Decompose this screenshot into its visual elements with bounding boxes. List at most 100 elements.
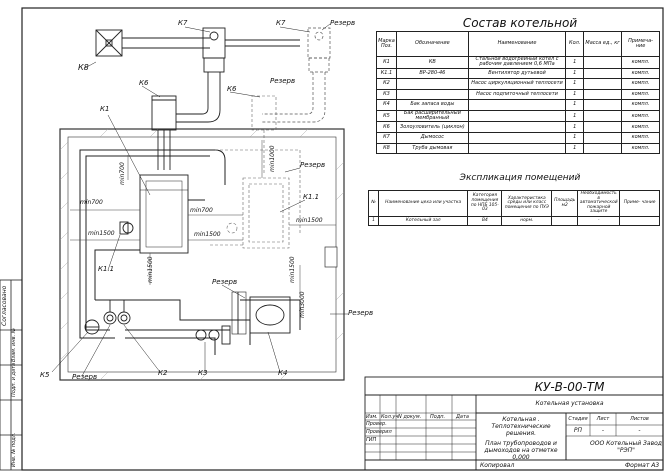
dim-min1000-vert: min1000 [269,145,276,172]
table-cell [467,142,567,155]
tb-project: Котельная установка [535,400,604,407]
table-cell [467,99,567,111]
table-cell: 1 [368,216,379,226]
rooms-header-cell: Категория помещения по НПБ 105-03 [467,190,503,217]
rooms-header-cell: Площадь м2 [551,190,579,217]
dim-min1500-right: min1500 [296,217,323,224]
boiler-k1-reserve [226,177,290,249]
boiler-header-cell: Примеча- ние [621,31,660,57]
boiler-header-cell: Обозначение [395,31,469,57]
table-cell [551,216,579,226]
tb-sheet: - [601,427,605,434]
tb-sheets-h: Листов [630,416,649,422]
sheet-frame [21,7,664,471]
table-cell [583,99,623,111]
label-k7-main: К7 [178,19,188,27]
table-cell: К2 [376,78,397,90]
table-cell: К6 [376,121,397,133]
tb-section: Котельная . Теплотехнические решения. [491,416,551,438]
pipes-reserve [210,149,301,246]
pump-k3 [195,325,231,345]
tb-role-3: ГИП [366,437,377,443]
table-cell: 1 [565,131,585,144]
table-cell: К7 [376,131,397,144]
table-cell: К1 [376,56,397,69]
label-rezerv-4: Резерв [212,278,238,286]
chimney-k8 [95,29,210,57]
label-k6-reserve: К6 [227,85,237,93]
cyclone-k6-reserve [251,95,277,175]
table-cell: 1 [565,88,585,101]
label-k1-1-reserve: К1.1 [303,193,320,201]
table-cell: К5 [376,109,397,123]
table-cell: Насос циркуляционный теплосети [467,78,567,90]
table-cell [395,88,469,101]
table-cell: К8 [376,142,397,155]
pipes [79,149,301,355]
table-cell: компл. [621,56,660,69]
label-k8: К8 [78,63,89,72]
side-stamp-frame [0,279,23,471]
tb-hdr-doc: N докум. [398,414,422,420]
table-cell [583,56,623,69]
table-cell [583,121,623,133]
tb-sheets: - [638,427,641,434]
tb-role-1: Провер. [366,421,387,427]
rooms-header-cell: № [368,190,379,217]
tank-k5 [84,319,100,335]
table-cell: Дымосос [395,131,469,144]
dim-min700-vert: min700 [119,162,126,185]
label-rezerv-5: Резерв [348,309,374,317]
table-cell: компл. [621,67,660,80]
table-cell: К3 [376,88,397,101]
tb-sheet-h: Лист [596,416,610,422]
table-cell [583,78,623,90]
boiler-k1 [119,174,205,254]
table-cell: компл. [621,131,660,144]
label-k4: К4 [278,369,288,377]
table-cell [467,109,567,123]
tb-copied: Копировал [480,462,515,469]
table-cell: компл. [621,99,660,111]
table-cell [583,131,623,144]
tb-stage: РП [573,427,583,434]
table-cell: В4 [467,216,503,226]
boiler-header-cell: Кол. [565,31,585,57]
tb-role-2: Проверил [366,429,392,435]
label-rezerv-3: Резерв [300,161,326,169]
table-cell: КВ [395,56,469,69]
tb-stage-h: Стадия [568,416,588,422]
table-cell [467,121,567,133]
table-cell: Насос подпиточный теплосети [467,88,567,101]
label-rezerv-1: Резерв [330,19,356,27]
tb-format: Формат А3 [625,462,660,469]
table-cell: Золоуловитель (циклон) [395,121,469,133]
tb-hdr-podp: Подп. [430,414,446,420]
table-cell [583,67,623,80]
table-cell: компл. [621,88,660,101]
boiler-header-cell: Марка Поз. [376,31,397,57]
table-cell: компл. [621,109,660,123]
label-k1: К1 [100,105,110,113]
boiler-table-title: Состав котельной [462,16,578,30]
side-stamp-replace: Взам. инв. № [11,328,17,362]
room-walls [59,128,345,381]
table-cell [395,78,469,90]
label-rezerv-6: Резерв [72,373,98,381]
table-cell: компл. [621,142,660,155]
table-cell: ВР-280-46 [395,67,469,80]
side-stamp-sign: Подп. и дата [11,362,17,397]
dimension-lines [70,140,336,297]
